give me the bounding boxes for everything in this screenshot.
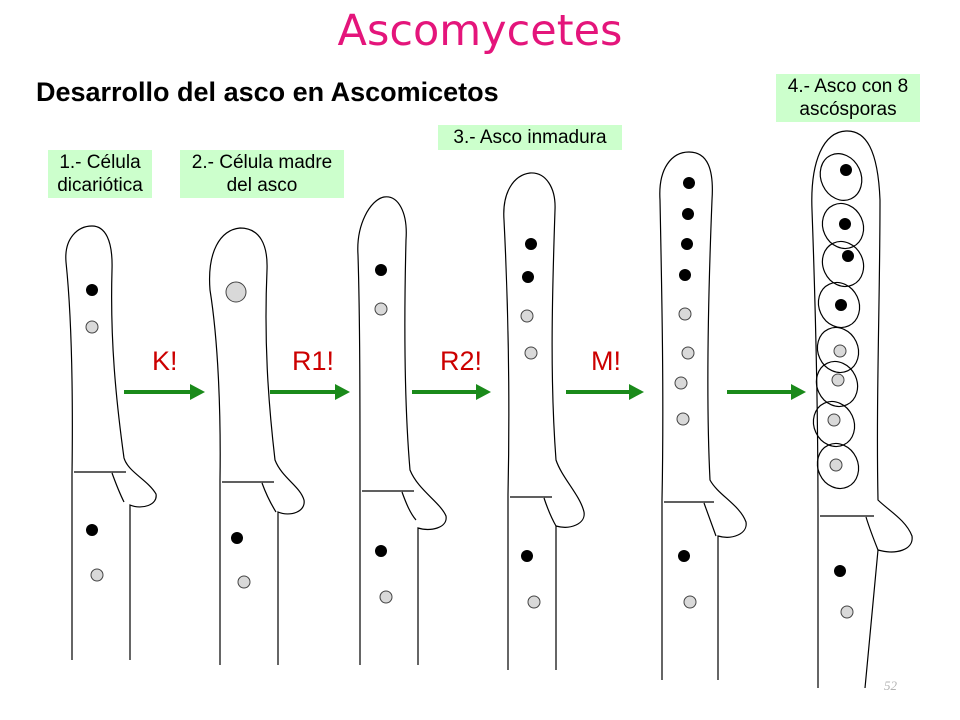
ascospore-1-nucleus	[840, 164, 852, 176]
cell-4-light-nucleus-bottom	[527, 595, 541, 609]
cell-2-ascus-mother-cell	[208, 227, 305, 665]
cell-3-outline	[357, 196, 447, 665]
ascospore-3-nucleus	[842, 250, 854, 262]
stage-label-3-line-1: 3.- Asco inmadura	[453, 127, 607, 148]
step-arrow-5	[727, 384, 806, 400]
step-arrow-1: K!	[124, 346, 205, 400]
cell-5-dark-nucleus-2	[682, 208, 694, 220]
cell-5-light-nucleus-1	[678, 307, 692, 321]
ascospores	[812, 153, 865, 490]
step-arrow-4-head	[629, 384, 644, 400]
ascospore-8	[816, 442, 860, 490]
stage-label-1-line-1: 1.- Célula	[59, 152, 141, 173]
stage-label-4-line-2: ascósporas	[799, 99, 897, 120]
cell-4-dark-nucleus-1	[525, 238, 537, 250]
cell-1-dark-nucleus-bottom	[86, 524, 98, 536]
cell-5-dark-nucleus-4	[679, 269, 691, 281]
cell-5-dark-nucleus-3	[681, 238, 693, 250]
cell-3-light-nucleus-bottom	[379, 590, 393, 604]
cell-4-dark-nucleus-bottom	[521, 550, 533, 562]
cell-5-eight-nuclei	[659, 151, 747, 680]
step-arrow-2-head	[335, 384, 350, 400]
cell-2-outline	[208, 227, 305, 665]
step-arrow-4: M!	[566, 346, 644, 400]
cell-1-dikaryotic	[65, 225, 157, 660]
cell-2-light-nucleus-bottom	[237, 575, 251, 589]
ascospore-6	[815, 360, 859, 408]
stage-label-1: 1.- Célula dicariótica	[48, 150, 152, 198]
ascospore-4	[817, 281, 861, 329]
step-label-3: R2!	[440, 346, 482, 376]
step-arrow-3-head	[476, 384, 491, 400]
cell-3-septum	[362, 490, 417, 521]
cell-4-outline	[503, 172, 585, 670]
ascospore-5	[816, 326, 860, 374]
slide-number: 52	[884, 678, 897, 693]
diagram-subtitle: Desarrollo del asco en Ascomicetos	[36, 77, 499, 107]
cell-1-septum	[74, 471, 126, 503]
step-arrow-1-head	[190, 384, 205, 400]
cell-6-septum	[820, 515, 879, 551]
cell-1-dark-nucleus-top	[86, 284, 98, 296]
ascospore-8-nucleus	[829, 458, 843, 472]
cell-3-first-division	[357, 196, 447, 665]
ascospore-1	[819, 153, 863, 201]
step-label-4: M!	[591, 346, 621, 376]
ascospore-2-nucleus	[839, 218, 851, 230]
step-arrow-2: R1!	[270, 346, 350, 400]
cell-6-dark-nucleus-bottom	[834, 565, 846, 577]
stage-label-4-line-1: 4.- Asco con 8	[787, 76, 909, 97]
step-arrow-3: R2!	[412, 346, 491, 400]
cell-4-light-nucleus-2	[524, 346, 538, 360]
step-label-1: K!	[152, 346, 178, 376]
cell-4-dark-nucleus-2	[522, 271, 534, 283]
cell-1-light-nucleus-top	[85, 320, 99, 334]
cell-6-outline	[811, 130, 913, 689]
ascospore-4-nucleus	[835, 299, 847, 311]
cell-1-light-nucleus-bottom	[90, 568, 104, 582]
cell-2-dark-nucleus-bottom	[231, 532, 243, 544]
cell-5-dark-nucleus-1	[683, 177, 695, 189]
stage-label-2: 2.- Célula madre del asco	[180, 150, 344, 198]
cell-6-ascus-with-ascospores	[811, 130, 913, 689]
cell-4-light-nucleus-1	[520, 309, 534, 323]
cell-5-light-nucleus-4	[676, 412, 690, 426]
ascospore-5-nucleus	[833, 344, 847, 358]
step-arrow-5-head	[791, 384, 806, 400]
ascospore-3	[821, 240, 865, 288]
step-label-2: R1!	[292, 346, 334, 376]
ascospore-2	[821, 202, 865, 250]
cell-6-light-nucleus-bottom	[840, 605, 854, 619]
slide-title: Ascomycetes	[337, 6, 623, 56]
cell-4-immature-ascus	[503, 172, 585, 670]
cell-1-outline	[65, 225, 157, 660]
cell-3-light-nucleus-top	[374, 302, 388, 316]
cell-2-septum	[222, 481, 277, 513]
stage-label-3: 3.- Asco inmadura	[438, 125, 622, 150]
stage-label-4: 4.- Asco con 8 ascósporas	[776, 74, 920, 122]
cell-3-dark-nucleus-bottom	[375, 545, 387, 557]
cell-5-light-nucleus-bottom	[683, 595, 697, 609]
cell-5-outline	[659, 151, 747, 680]
cell-5-dark-nucleus-bottom	[678, 550, 690, 562]
cell-2-fused-nucleus	[225, 281, 247, 303]
cell-3-dark-nucleus-top	[375, 264, 387, 276]
stage-label-2-line-1: 2.- Célula madre	[191, 152, 333, 173]
stage-label-2-line-2: del asco	[226, 175, 298, 196]
cell-5-septum	[664, 501, 717, 537]
ascospore-6-nucleus	[831, 373, 845, 387]
cell-5-light-nucleus-3	[674, 376, 688, 390]
cell-4-septum	[510, 496, 557, 527]
stage-label-1-line-2: dicariótica	[57, 175, 143, 196]
ascospore-7-nucleus	[827, 413, 841, 427]
cell-5-light-nucleus-2	[681, 346, 695, 360]
